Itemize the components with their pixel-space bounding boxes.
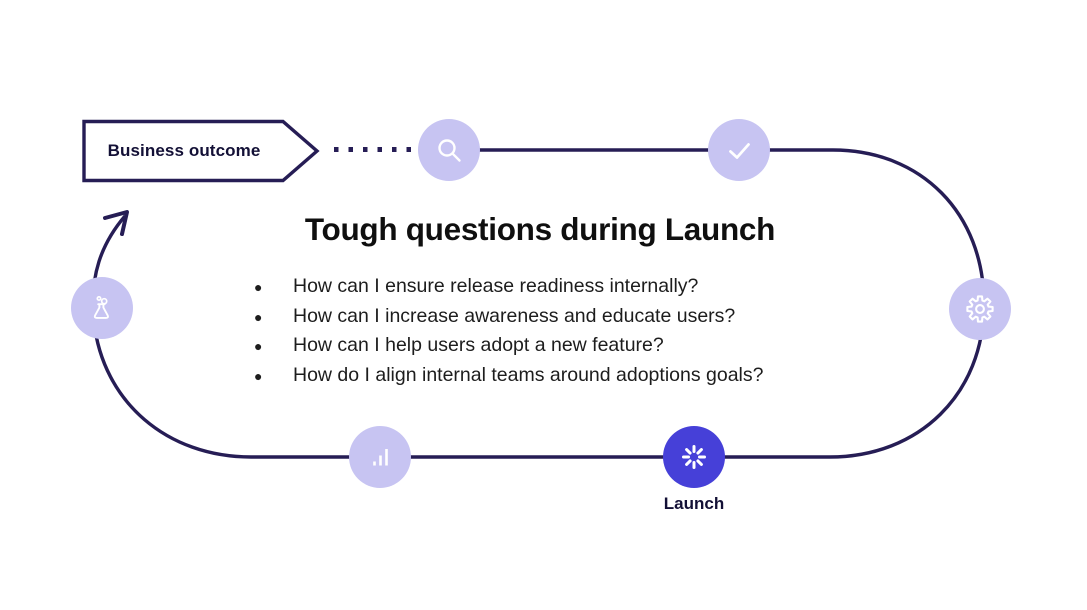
node-search (418, 119, 480, 181)
node-flask (71, 277, 133, 339)
list-item: How can I help users adopt a new feature… (240, 331, 840, 361)
question-text: How can I ensure release readiness inter… (293, 275, 699, 297)
list-item: How can I ensure release readiness inter… (240, 272, 840, 302)
list-item: How do I align internal teams around ado… (240, 361, 840, 390)
bar-chart-icon (373, 449, 388, 466)
business-outcome-label: Business outcome (107, 140, 261, 160)
question-text: How can I increase awareness and educate… (293, 304, 736, 327)
question-text: How can I help users adopt a new feature… (293, 334, 664, 356)
node-launch (663, 426, 725, 488)
flask-icon (93, 295, 109, 319)
search-icon (438, 139, 461, 162)
page-title: Tough questions during Launch (304, 211, 776, 247)
loop-arrowhead-icon (103, 210, 129, 236)
node-check (708, 119, 770, 181)
gear-icon (966, 295, 994, 323)
node-bar-chart (349, 426, 411, 488)
launch-label: Launch (663, 494, 725, 513)
question-text: How do I align internal teams around ado… (293, 363, 764, 386)
question-list: How can I ensure release readiness inter… (240, 272, 840, 391)
launch-burst-icon (682, 445, 706, 469)
checkmark-icon (729, 143, 750, 159)
node-gear (949, 278, 1011, 340)
business-outcome-shape (82, 119, 320, 183)
content-block: Tough questions during Launch How can I … (240, 208, 840, 390)
list-item: How can I increase awareness and educate… (240, 302, 840, 331)
